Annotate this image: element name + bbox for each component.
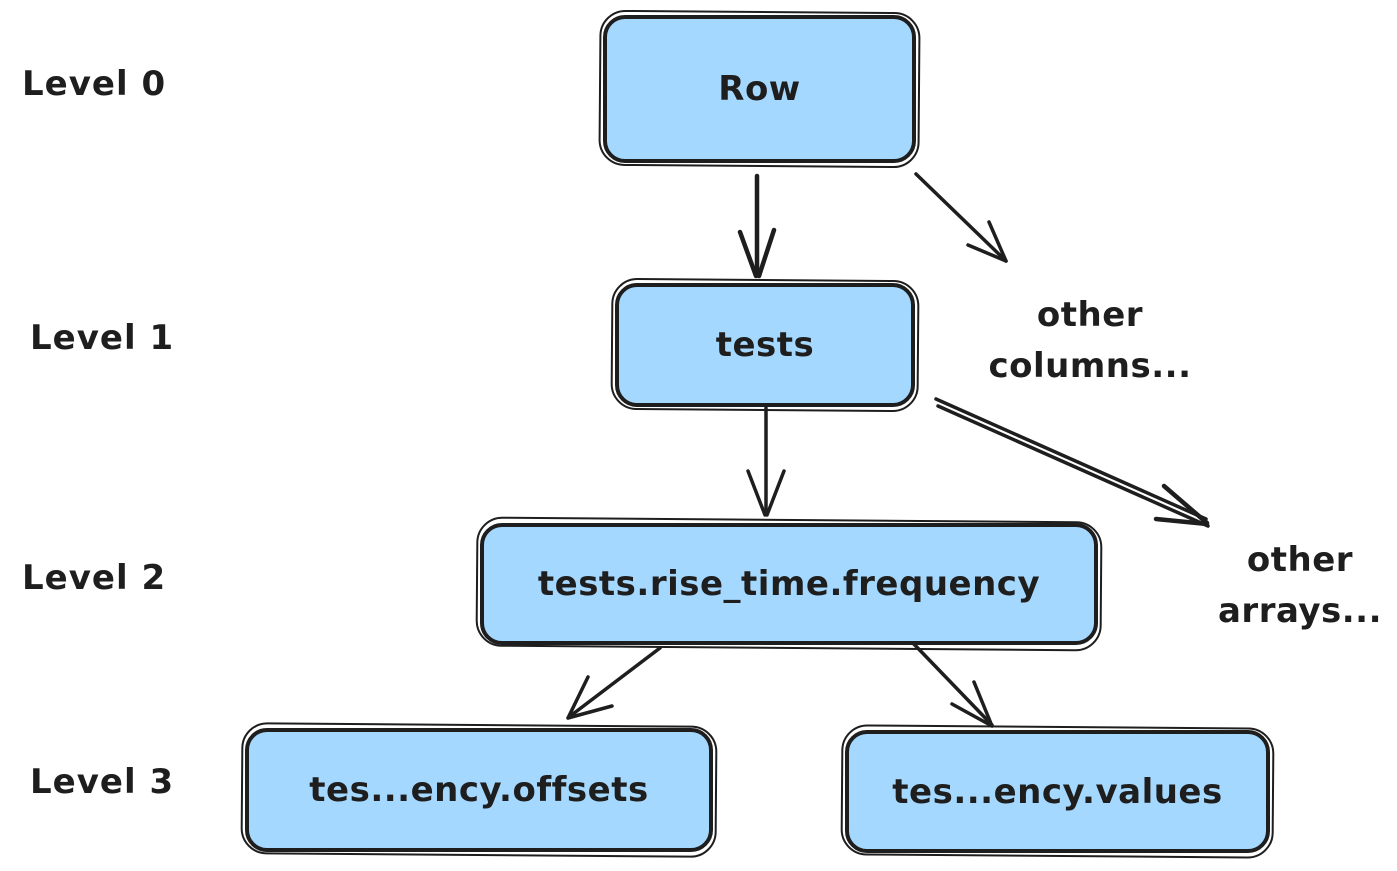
- node-offsets: tes...ency.offsets: [245, 728, 713, 852]
- node-tests: tests: [615, 283, 915, 407]
- level-label-3: Level 3: [30, 762, 175, 802]
- arrow-frequency-to-values: [908, 638, 994, 728]
- annotation-other-arrays-line1: other: [1246, 540, 1354, 580]
- level-label-2: Level 2: [22, 558, 167, 598]
- arrow-tests-to-other-arrays: [934, 397, 1210, 528]
- annotation-other-columns-line1: other: [1036, 295, 1144, 335]
- node-row-label: Row: [718, 69, 801, 109]
- annotation-other-arrays: other arrays...: [1205, 535, 1395, 637]
- arrow-tests-to-frequency: [746, 406, 786, 517]
- arrow-frequency-to-offsets: [566, 646, 662, 720]
- annotation-other-arrays-line2: arrays...: [1217, 591, 1383, 631]
- node-values: tes...ency.values: [845, 730, 1270, 853]
- node-frequency: tests.rise_time.frequency: [480, 523, 1098, 645]
- arrow-row-to-other-columns: [914, 172, 1008, 263]
- node-frequency-label: tests.rise_time.frequency: [537, 564, 1041, 604]
- node-row: Row: [603, 15, 916, 163]
- level-label-0: Level 0: [22, 64, 167, 104]
- node-offsets-label: tes...ency.offsets: [309, 770, 649, 810]
- annotation-other-columns-line2: columns...: [988, 346, 1192, 386]
- annotation-other-columns: other columns...: [985, 290, 1195, 392]
- node-values-label: tes...ency.values: [892, 771, 1223, 812]
- arrow-row-to-tests: [737, 173, 777, 279]
- level-label-1: Level 1: [30, 318, 175, 358]
- node-tests-label: tests: [715, 325, 815, 365]
